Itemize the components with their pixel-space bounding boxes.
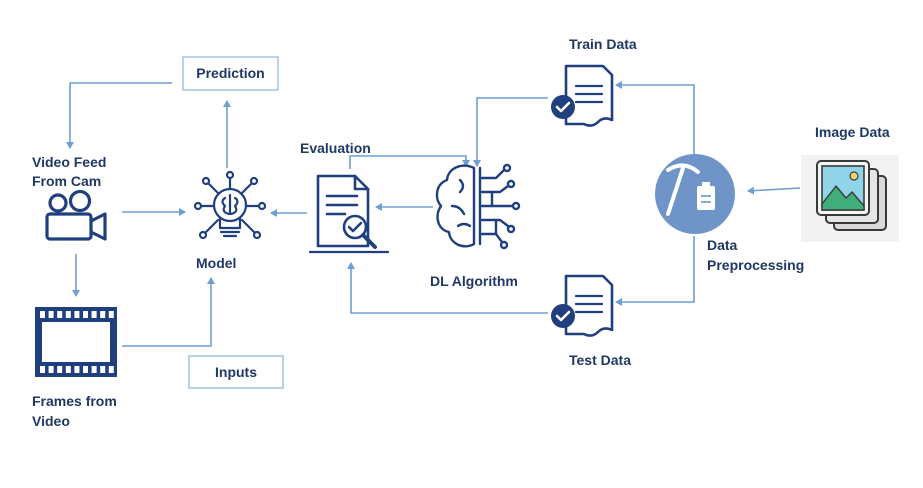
data-preprocessing-icon [655, 154, 735, 234]
inputs-label: Inputs [215, 364, 257, 380]
film-sprocket-hole [40, 311, 45, 318]
film-sprocket-hole [100, 311, 106, 318]
brain-circuit-icon [435, 163, 521, 250]
connectors [66, 81, 801, 347]
data-preprocessing-label-line1: Data [707, 237, 738, 253]
data-preprocessing-label-line2: Preprocessing [707, 257, 804, 273]
film-sprocket-hole [91, 366, 97, 373]
arrow-evaluation-to-dl-algorithm [349, 155, 470, 169]
test-data-label: Test Data [569, 352, 631, 368]
arrow-preprocessing-to-test-data [615, 236, 695, 306]
frames-label-line1: Frames from [32, 393, 117, 409]
film-strip-icon [35, 307, 117, 377]
arrow-train-data-to-dl-algorithm [473, 97, 548, 167]
frames-label-line2: Video [32, 413, 70, 429]
film-sprocket-hole [65, 366, 71, 373]
film-sprocket-hole [57, 311, 63, 318]
model-lightbulb-icon [193, 170, 267, 240]
test-data-document-icon [551, 274, 614, 337]
film-sprocket-hole [48, 366, 54, 373]
evaluation-label: Evaluation [300, 140, 371, 156]
arrow-frames-to-model [122, 277, 215, 347]
film-sprocket-hole [108, 366, 114, 373]
film-sprocket-hole [65, 311, 71, 318]
image-data-stack-icon [801, 155, 899, 242]
arrow-prediction-to-video-feed [66, 82, 172, 149]
dl-algorithm-label: DL Algorithm [430, 273, 518, 289]
prediction-label: Prediction [196, 65, 264, 81]
film-sprocket-hole [74, 311, 80, 318]
arrow-preprocessing-to-train-data [615, 81, 695, 155]
train-data-document-icon [551, 64, 614, 127]
film-sprocket-hole [83, 366, 88, 373]
inputs-box: Inputs [188, 355, 284, 389]
video-feed-label-line1: Video Feed [32, 154, 106, 170]
film-sprocket-hole [100, 366, 106, 373]
image-data-label: Image Data [815, 124, 890, 140]
video-feed-label-line2: From Cam [32, 173, 101, 189]
arrow-test-data-to-evaluation [347, 262, 548, 314]
train-data-label: Train Data [569, 36, 637, 52]
model-label: Model [196, 255, 236, 271]
prediction-box: Prediction [182, 56, 279, 91]
video-camera-icon [45, 189, 107, 241]
film-sprocket-hole [83, 311, 88, 318]
film-sprocket-hole [57, 366, 63, 373]
film-sprocket-hole [48, 311, 54, 318]
film-sprocket-hole [108, 311, 114, 318]
film-sprocket-hole [40, 366, 45, 373]
film-sprocket-hole [74, 366, 80, 373]
evaluation-document-icon [308, 174, 390, 254]
film-sprocket-hole [91, 311, 97, 318]
arrow-image-data-to-preprocessing [747, 186, 801, 195]
